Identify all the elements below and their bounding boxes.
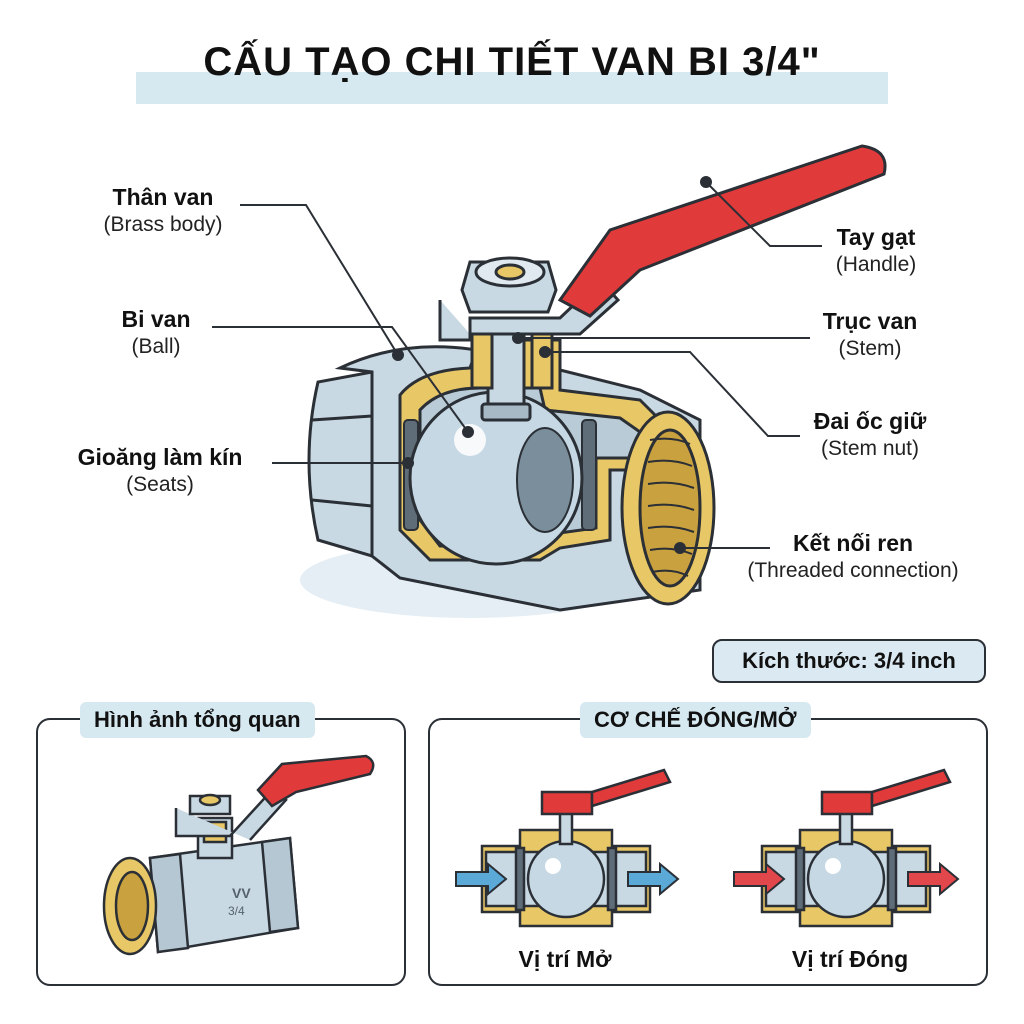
- closed-position-label: Vị trí Đóng: [791, 946, 909, 972]
- label-stem-nut-vi: Đai ốc giữ: [813, 408, 927, 434]
- label-stem-nut-en: (Stem nut): [820, 436, 920, 460]
- title-highlight: [136, 72, 888, 104]
- size-badge: Kích thước: 3/4 inch: [712, 639, 986, 683]
- leader-handle: [705, 181, 822, 247]
- leader-ball: [212, 326, 469, 433]
- label-brass-body-en: (Brass body): [103, 212, 223, 236]
- label-seats-vi: Gioăng làm kín: [77, 444, 243, 470]
- label-seats-en: (Seats): [126, 472, 194, 496]
- mechanism-panel-title: CƠ CHẾ ĐÓNG/MỞ: [580, 702, 811, 738]
- closed-flow-arrows: [733, 861, 960, 897]
- leader-stem-nut: [545, 351, 800, 437]
- open-flow-arrows: [455, 861, 680, 897]
- overview-handle: [174, 788, 288, 841]
- label-ball-en: (Ball): [131, 334, 181, 358]
- label-handle-vi: Tay gạt: [836, 224, 916, 250]
- label-ball-vi: Bi van: [121, 306, 191, 332]
- label-brass-body-vi: Thân van: [112, 184, 214, 210]
- overview-body-marking: 3/4: [228, 904, 245, 918]
- label-stem: Trục van (Stem): [802, 308, 938, 361]
- label-brass-body: Thân van (Brass body): [70, 184, 256, 237]
- label-threaded-connection-vi: Kết nối ren: [792, 530, 914, 556]
- open-position-label: Vị trí Mở: [518, 946, 612, 972]
- open-valve-schematic: [480, 768, 672, 928]
- label-ball: Bi van (Ball): [86, 306, 226, 359]
- leader-lines: [212, 176, 822, 554]
- label-stem-nut: Đai ốc giữ (Stem nut): [790, 408, 950, 461]
- label-seats: Gioăng làm kín (Seats): [44, 444, 276, 497]
- label-stem-vi: Trục van: [822, 308, 918, 334]
- label-handle: Tay gạt (Handle): [812, 224, 940, 277]
- closed-valve-schematic: [760, 768, 952, 928]
- leader-body: [240, 204, 399, 356]
- label-stem-en: (Stem): [838, 336, 902, 360]
- overview-panel-title: Hình ảnh tổng quan: [80, 702, 315, 738]
- page-title: CẤU TẠO CHI TIẾT VAN BI 3/4": [203, 40, 821, 84]
- handle-part: [438, 144, 887, 342]
- label-threaded-connection-en: (Threaded connection): [747, 558, 959, 582]
- label-handle-en: (Handle): [835, 252, 917, 276]
- label-threaded-connection: Kết nối ren (Threaded connection): [718, 530, 988, 583]
- overview-body-logo-icon: VV: [232, 885, 251, 901]
